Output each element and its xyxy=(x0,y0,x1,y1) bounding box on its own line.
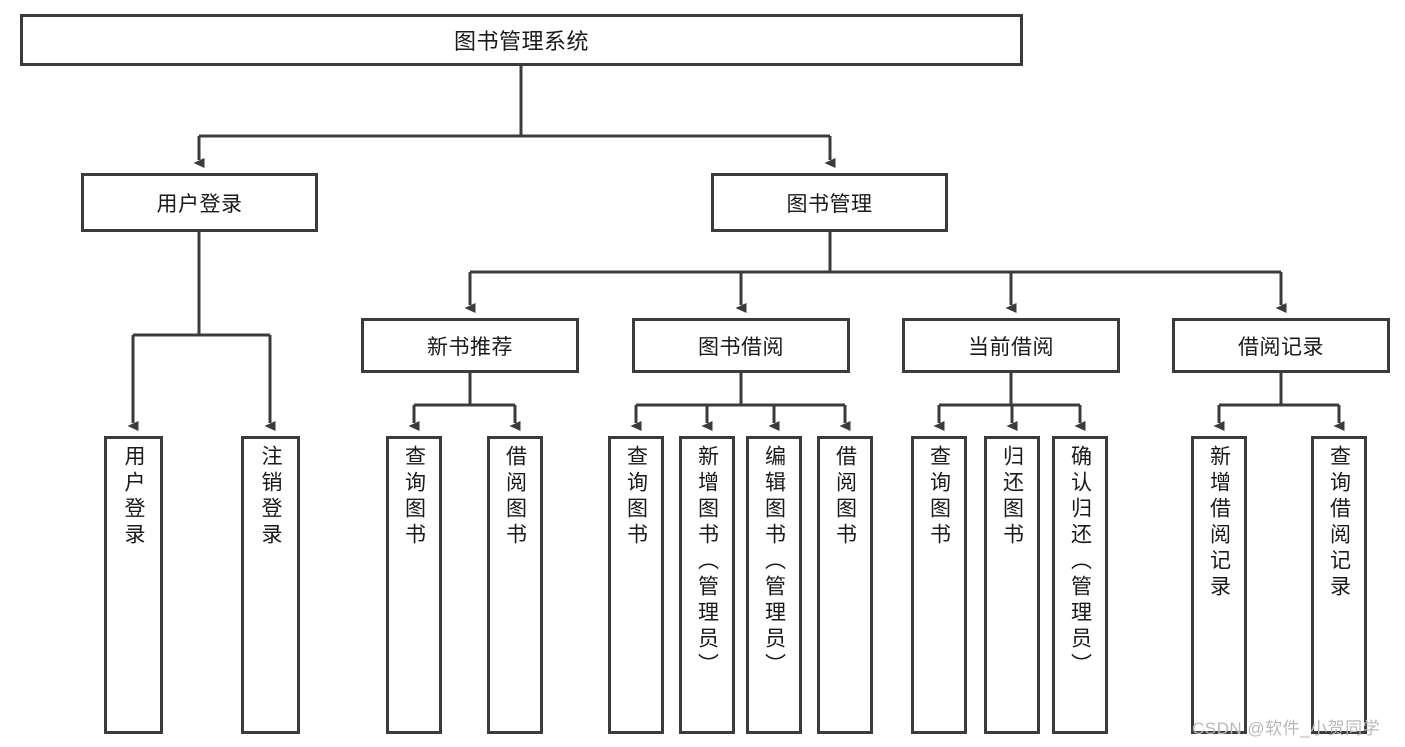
node-leaf-user-login[interactable]: 用户登录 xyxy=(104,436,163,734)
node-leaf-query-book-1-label: 查询图书 xyxy=(402,445,426,549)
node-leaf-edit-book-label: 编辑图书（管理员） xyxy=(762,445,786,679)
node-book-borrow-label: 图书借阅 xyxy=(698,335,784,359)
node-user-login[interactable]: 用户登录 xyxy=(81,173,318,232)
node-leaf-logout[interactable]: 注销登录 xyxy=(241,436,300,734)
node-leaf-borrow-book-1-label: 借阅图书 xyxy=(503,445,527,549)
node-book-borrow[interactable]: 图书借阅 xyxy=(632,318,850,373)
node-current-borrow-label: 当前借阅 xyxy=(968,335,1054,359)
node-leaf-add-record[interactable]: 新增借阅记录 xyxy=(1191,436,1247,734)
node-leaf-borrow-book-2-label: 借阅图书 xyxy=(833,445,857,549)
node-root-label: 图书管理系统 xyxy=(453,29,589,54)
node-borrow-record-label: 借阅记录 xyxy=(1238,335,1324,359)
node-root[interactable]: 图书管理系统 xyxy=(20,14,1023,66)
node-leaf-confirm-return[interactable]: 确认归还（管理员） xyxy=(1052,436,1108,734)
node-leaf-query-record-label: 查询借阅记录 xyxy=(1327,445,1351,601)
node-leaf-query-record[interactable]: 查询借阅记录 xyxy=(1311,436,1367,734)
node-leaf-return-book-label: 归还图书 xyxy=(1000,445,1024,549)
node-leaf-return-book[interactable]: 归还图书 xyxy=(984,436,1040,734)
node-leaf-query-book-3[interactable]: 查询图书 xyxy=(911,436,967,734)
node-leaf-add-book[interactable]: 新增图书（管理员） xyxy=(679,436,735,734)
node-leaf-user-login-label: 用户登录 xyxy=(122,445,145,549)
node-leaf-query-book-2-label: 查询图书 xyxy=(624,445,648,549)
node-new-book-recommend[interactable]: 新书推荐 xyxy=(361,318,579,373)
node-borrow-record[interactable]: 借阅记录 xyxy=(1172,318,1390,373)
node-leaf-query-book-2[interactable]: 查询图书 xyxy=(608,436,664,734)
node-leaf-confirm-return-label: 确认归还（管理员） xyxy=(1068,445,1092,679)
csdn-watermark: CSDN @软件_小贺同学 xyxy=(1192,719,1381,738)
node-leaf-add-record-label: 新增借阅记录 xyxy=(1207,445,1231,601)
node-leaf-query-book-3-label: 查询图书 xyxy=(927,445,951,549)
node-leaf-query-book-1[interactable]: 查询图书 xyxy=(386,436,442,734)
node-leaf-borrow-book-1[interactable]: 借阅图书 xyxy=(487,436,543,734)
node-leaf-borrow-book-2[interactable]: 借阅图书 xyxy=(817,436,873,734)
node-new-book-recommend-label: 新书推荐 xyxy=(427,335,513,359)
node-leaf-edit-book[interactable]: 编辑图书（管理员） xyxy=(746,436,802,734)
node-book-manage[interactable]: 图书管理 xyxy=(711,173,948,232)
node-book-manage-label: 图书管理 xyxy=(786,192,873,216)
node-user-login-label: 用户登录 xyxy=(156,192,243,216)
node-leaf-logout-label: 注销登录 xyxy=(259,445,282,549)
node-current-borrow[interactable]: 当前借阅 xyxy=(902,318,1120,373)
node-leaf-add-book-label: 新增图书（管理员） xyxy=(695,445,719,679)
